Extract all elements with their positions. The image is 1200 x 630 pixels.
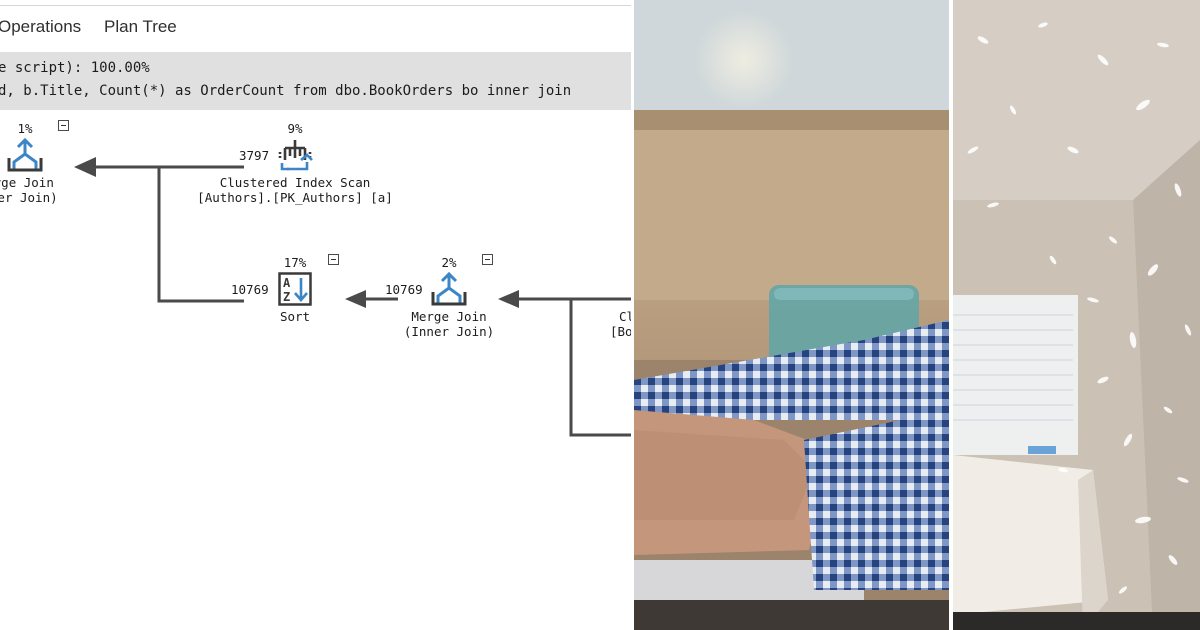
clustered-index-scan-label-2: [Authors].[PK_Authors] [a] — [197, 190, 393, 205]
clustered-index-scan-label-1: Clustered Index Scan — [219, 175, 371, 190]
merge-join-icon[interactable] — [6, 138, 44, 172]
photo-hands-illustration — [634, 0, 949, 630]
query-banner — [0, 52, 631, 110]
plan-connectors — [74, 157, 631, 437]
merge-join-mid-label-1: Merge Join — [411, 309, 487, 324]
clipped-node-label-2: [Bo — [610, 324, 631, 339]
clipped-node-label-1: Cl — [619, 309, 631, 324]
execution-plan-pane: Operations Plan Tree e script): 100.00% … — [0, 5, 631, 437]
arrow-lower-branch — [569, 299, 631, 437]
tab-plan-tree[interactable]: Plan Tree — [104, 17, 177, 36]
merge-join-icon[interactable] — [430, 272, 468, 306]
merge-join-mid-percent: 2% — [441, 255, 457, 270]
query-text-line: d, b.Title, Count(*) as OrderCount from … — [0, 83, 572, 99]
clustered-index-scan-rows: 3797 — [239, 148, 270, 163]
photo-feathers-illustration — [953, 0, 1200, 630]
merge-join-mid-label: Merge Join (Inner Join) — [404, 309, 494, 339]
svg-text:A: A — [283, 276, 291, 290]
photo-feathers-in-room — [953, 0, 1200, 630]
merge-join-top-label-1: erge Join — [0, 175, 54, 190]
sort-rows: 10769 — [231, 282, 269, 297]
clustered-index-scan-label: Clustered Index Scan [Authors].[PK_Autho… — [197, 175, 393, 205]
collapse-icon[interactable] — [58, 120, 69, 131]
merge-join-top-label-2: nner Join) — [0, 190, 58, 205]
collapse-icon[interactable] — [482, 254, 493, 265]
arrowhead-2 — [345, 290, 366, 308]
arrowhead-1 — [74, 157, 96, 177]
sort-percent: 17% — [283, 255, 307, 270]
merge-join-top-percent: 1% — [17, 121, 33, 136]
query-cost-line: e script): 100.00% — [0, 60, 150, 76]
svg-text:Z: Z — [283, 290, 290, 304]
sort-icon[interactable]: A Z — [278, 272, 312, 306]
photo-hands-on-laptop — [634, 0, 949, 630]
separator — [949, 0, 953, 630]
collapse-icon[interactable] — [328, 254, 339, 265]
merge-join-mid-rows: 10769 — [385, 282, 423, 297]
arrow-sort-to-merge — [157, 167, 244, 303]
clustered-index-scan-icon[interactable] — [277, 138, 313, 172]
sort-label: Sort — [279, 309, 311, 324]
merge-join-mid-label-2: (Inner Join) — [403, 324, 495, 339]
merge-join-top-label: erge Join nner Join) — [0, 175, 58, 205]
separator — [631, 0, 634, 630]
clipped-node-label: Cl [Bo — [610, 309, 631, 339]
tab-operations[interactable]: Operations — [0, 17, 82, 36]
top-divider — [0, 5, 631, 6]
clustered-index-scan-percent: 9% — [287, 121, 303, 136]
arrowhead-3 — [498, 290, 519, 308]
